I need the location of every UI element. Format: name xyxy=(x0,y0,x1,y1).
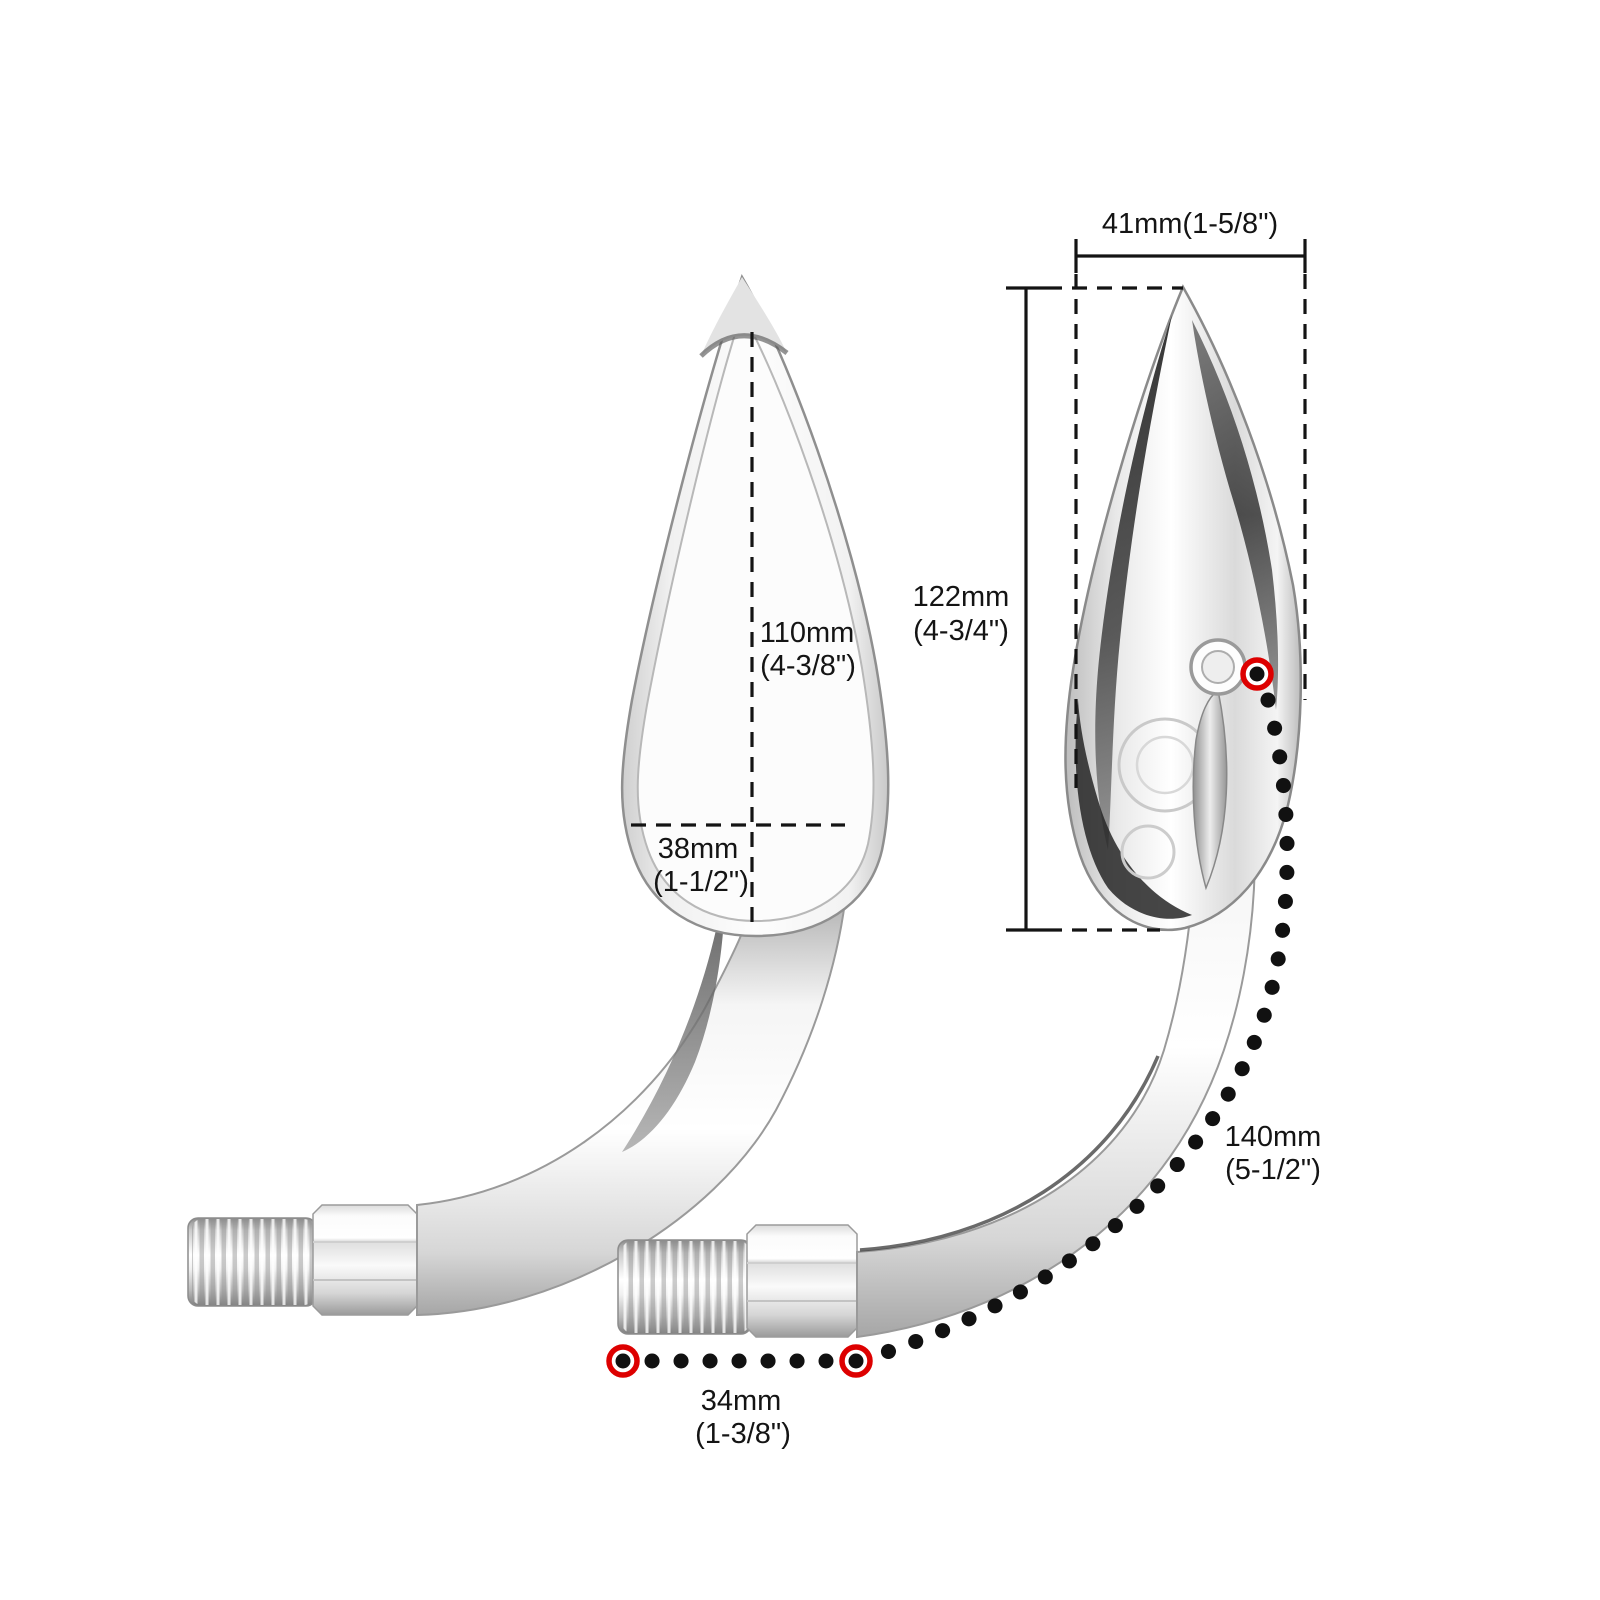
dim-mirror-width: 38mm (1-1/2") xyxy=(631,823,845,898)
right-mirror-pivot-blade xyxy=(1192,688,1228,891)
dim-mirror-height-inch: (4-3/8") xyxy=(760,650,856,682)
dim-stem-arc-mm: 140mm xyxy=(1225,1121,1322,1153)
right-mirror-reflection-left xyxy=(1095,315,1172,850)
left-mirror-front-view xyxy=(187,274,890,1317)
dim-mirror-width-mm: 38mm xyxy=(658,833,739,865)
dim-side-height-mm: 122mm xyxy=(913,581,1010,613)
left-mirror-glass xyxy=(636,309,875,923)
left-mirror-hex-nut xyxy=(312,1204,418,1316)
dim-bolt-span: 34mm (1-3/8") xyxy=(644,1353,834,1450)
dim-bolt-span-inch: (1-3/8") xyxy=(695,1418,791,1450)
dim-stem-arc: 140mm (5-1/2") xyxy=(876,692,1322,1361)
ball-joint-ring-inner xyxy=(1135,735,1195,795)
right-mirror-hex-nut xyxy=(746,1224,858,1338)
bullseye-marker-bolt-left xyxy=(606,1344,640,1378)
right-mirror-hollow xyxy=(1075,700,1192,919)
bullseye-marker-pivot xyxy=(1240,657,1274,691)
dim-side-height-inch: (4-3/4") xyxy=(913,615,1009,647)
right-mirror-side-view xyxy=(617,284,1303,1339)
dim-side-height: 122mm (4-3/4") xyxy=(913,286,1183,932)
bullseye-marker-bolt-right xyxy=(839,1344,873,1378)
left-mirror-glass-dome-edge xyxy=(699,333,789,358)
dim-top-width-label: 41mm(1-5/8") xyxy=(1102,208,1278,240)
left-mirror-bolt xyxy=(187,1217,317,1307)
dim-bolt-span-mm: 34mm xyxy=(701,1385,782,1417)
right-mirror-reflection-right xyxy=(1192,320,1279,710)
dim-mirror-height-mm: 110mm xyxy=(760,617,855,649)
ball-joint-ring-lower xyxy=(1120,824,1176,880)
right-mirror-bolt xyxy=(617,1239,752,1335)
dim-top-width: 41mm(1-5/8") xyxy=(1074,208,1307,788)
dim-mirror-height: 110mm (4-3/8") xyxy=(750,332,856,922)
left-mirror-tip-shade xyxy=(701,277,787,356)
dim-stem-arc-inch: (5-1/2") xyxy=(1225,1154,1321,1186)
dim-mirror-width-inch: (1-1/2") xyxy=(653,866,749,898)
left-mirror-stem-reflection xyxy=(622,930,723,1152)
right-mirror-stem-edge-line xyxy=(859,1055,1160,1252)
dotted-arc xyxy=(876,692,1295,1361)
dimension-annotations: 41mm(1-5/8") 122mm (4-3/4") 110mm (4-3/8… xyxy=(606,208,1322,1450)
pivot-screw-inner xyxy=(1201,650,1235,684)
